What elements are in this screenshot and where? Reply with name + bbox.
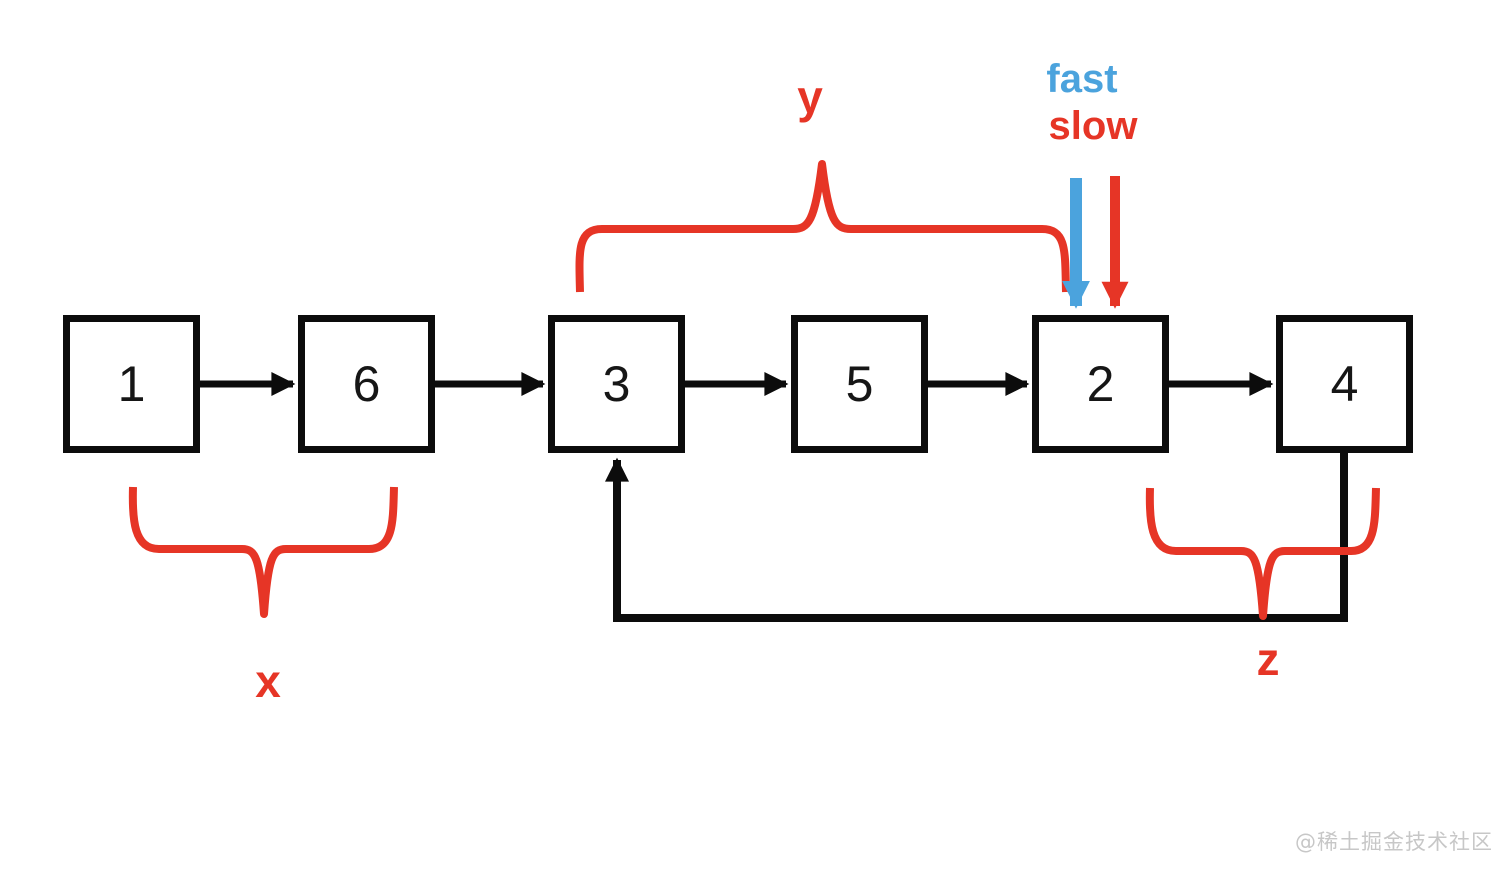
node-value: 2 (1086, 356, 1115, 412)
brace-y (575, 160, 1070, 293)
node-box-3: 3 (548, 315, 685, 453)
node-value: 5 (845, 356, 874, 412)
node-value: 1 (117, 356, 146, 412)
node-box-2: 2 (1032, 315, 1169, 453)
node-value: 4 (1330, 356, 1359, 412)
segment-label-z: z (1256, 633, 1280, 685)
node-value: 6 (352, 356, 381, 412)
brace-z (1145, 487, 1380, 620)
cycle-arrow-4-to-3 (605, 452, 1348, 622)
node-box-4: 4 (1276, 315, 1413, 453)
pointer-label-fast: fast (1046, 57, 1118, 101)
node-box-1: 1 (63, 315, 200, 453)
node-box-5: 5 (791, 315, 928, 453)
pointer-label-slow: slow (1048, 104, 1138, 148)
brace-x (128, 486, 398, 618)
segment-label-x: x (255, 655, 281, 707)
watermark: @稀土掘金技术社区 (1295, 830, 1493, 854)
segment-label-y: y (797, 71, 823, 123)
node-value: 3 (602, 356, 631, 412)
node-box-6: 6 (298, 315, 435, 453)
